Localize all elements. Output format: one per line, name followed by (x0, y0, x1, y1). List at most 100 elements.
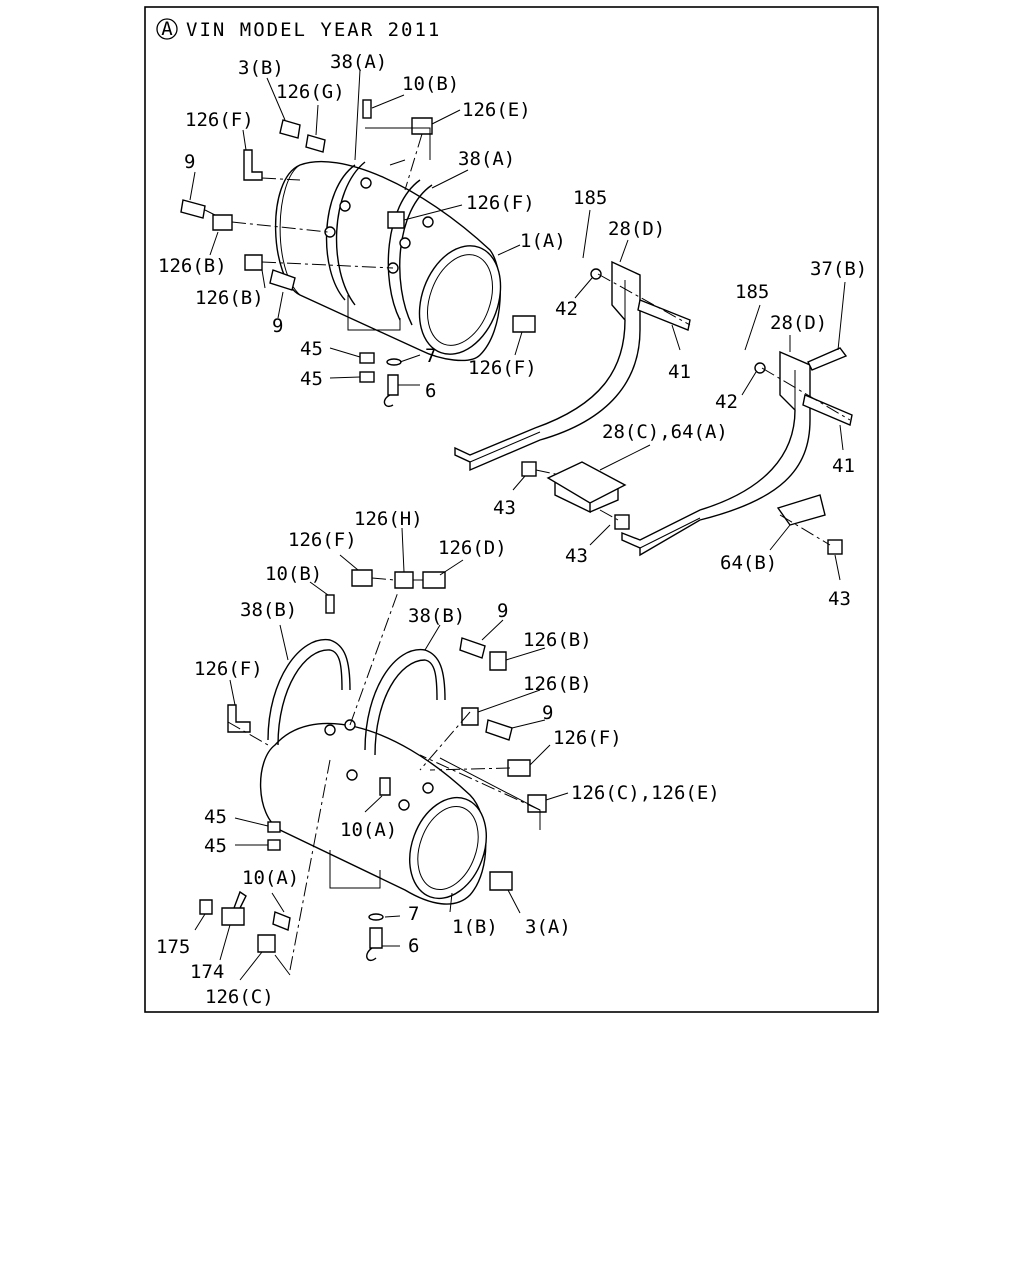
bracket-1 (454, 260, 641, 472)
bracket-leaders (512, 209, 846, 581)
label-top-126B-2: 126(B) (195, 287, 264, 309)
bottom-strap-1 (267, 639, 351, 741)
top-nut-45b (359, 371, 375, 383)
top-tank-assembly: 3(B) 38(A) 126(G) 10(B) 126(F) 126(E) 9 … (158, 51, 566, 407)
label-bottom-126C-126E: 126(C),126(E) (571, 782, 720, 804)
label-top-126B-1: 126(B) (158, 255, 227, 277)
top-tank-band-2b (399, 184, 433, 326)
top-nut-45a (359, 352, 375, 364)
bottom-port-3 (398, 799, 410, 811)
label-top-1A: 1(A) (520, 230, 566, 252)
bolt-41-2 (802, 394, 853, 426)
label-top-7: 7 (425, 345, 436, 367)
bottom-leaders (194, 527, 569, 981)
header-title: VIN MODEL YEAR 2011 (186, 19, 441, 41)
bottom-nut-45b (267, 839, 281, 851)
label-top-126F-3: 126(F) (468, 357, 537, 379)
bottom-tank-assembly: 126(H) 126(F) 126(D) 10(B) 38(B) 38(B) 9… (156, 508, 720, 1008)
bottom-drain-valve-6 (366, 927, 383, 962)
top-bolt-10B (362, 99, 372, 119)
bottom-strap-2b (374, 659, 438, 756)
top-drain-valve-6 (383, 374, 399, 407)
bolt-37B (807, 347, 848, 371)
label-bottom-10A-1: 10(A) (340, 819, 397, 841)
label-bottom-3A: 3(A) (525, 916, 571, 938)
plate-28C-64A (546, 461, 627, 514)
label-bottom-175: 175 (156, 936, 190, 958)
bolt-43-3 (827, 539, 843, 555)
header-circle-letter: A (161, 18, 173, 40)
label-top-45-1: 45 (300, 338, 323, 360)
bolt-43-1 (521, 461, 537, 477)
bolt-43-2 (614, 514, 630, 530)
bracket-1-inner (469, 280, 626, 463)
top-connection-lines (204, 133, 423, 269)
bottom-fitting-174 (221, 890, 247, 926)
washer-42-2 (754, 362, 766, 374)
label-top-45-2: 45 (300, 368, 323, 390)
bracket-connection-lines (535, 273, 851, 546)
plate-64B (776, 494, 826, 526)
bottom-fitting-175 (199, 899, 213, 915)
label-bottom-126H: 126(H) (354, 508, 423, 530)
bracket-2-inner (639, 370, 796, 549)
label-bracket-28C-64A: 28(C),64(A) (602, 421, 728, 443)
label-top-126E: 126(E) (462, 99, 531, 121)
top-fitting-126F-3 (512, 315, 536, 333)
label-bracket-43-1: 43 (493, 497, 516, 519)
bottom-fitting-126CE (527, 794, 547, 813)
label-bottom-1B: 1(B) (452, 916, 498, 938)
label-bracket-64B: 64(B) (720, 552, 777, 574)
label-bracket-42-2: 42 (715, 391, 738, 413)
label-bracket-43-3: 43 (828, 588, 851, 610)
label-bottom-6: 6 (408, 935, 419, 957)
bottom-port-2 (346, 769, 358, 781)
bottom-fitting-126B-3 (489, 651, 507, 671)
label-top-9-1: 9 (184, 151, 195, 173)
top-fitting-126B-1 (212, 214, 233, 231)
label-bottom-7: 7 (408, 903, 419, 925)
top-fitting-126F-2 (387, 211, 405, 229)
top-washer-7 (386, 358, 402, 366)
top-bracket-lines (347, 127, 431, 331)
label-top-126F-2: 126(F) (466, 192, 535, 214)
bracket-assembly: 185 28(D) 42 41 37(B) 185 28(D) 42 41 28… (454, 187, 867, 610)
bottom-tank-end-cap (409, 796, 487, 900)
washer-42-1 (590, 268, 602, 280)
top-fitting-9-2 (269, 269, 296, 291)
top-tank-band-1b (335, 161, 366, 306)
top-fitting-3B (279, 119, 301, 139)
label-bracket-43-2: 43 (565, 545, 588, 567)
label-bracket-185-1: 185 (573, 187, 607, 209)
label-bottom-10B: 10(B) (265, 563, 322, 585)
label-bottom-126B-3: 126(B) (523, 629, 592, 651)
diagram-frame (144, 6, 879, 1013)
label-bracket-41-2: 41 (832, 455, 855, 477)
label-bracket-28D-2: 28(D) (770, 312, 827, 334)
bottom-washer-7 (368, 913, 384, 921)
label-bracket-41-1: 41 (668, 361, 691, 383)
header: A VIN MODEL YEAR 2011 (156, 18, 441, 41)
label-bottom-9-3: 9 (497, 600, 508, 622)
top-tank-end-cap-inner (427, 254, 493, 346)
bottom-fitting-3A (489, 871, 513, 891)
bottom-fitting-126C (257, 934, 276, 953)
top-fitting-126F-1 (243, 149, 263, 181)
label-bottom-126F-6: 126(F) (553, 727, 622, 749)
label-bracket-42-1: 42 (555, 298, 578, 320)
label-top-6: 6 (425, 380, 436, 402)
label-bracket-28D-1: 28(D) (608, 218, 665, 240)
label-top-126G: 126(G) (276, 81, 345, 103)
top-tank-end-cap (418, 245, 502, 355)
label-bottom-126B-4: 126(B) (523, 673, 592, 695)
label-bottom-126F-4: 126(F) (288, 529, 357, 551)
label-bottom-10A-2: 10(A) (242, 867, 299, 889)
bottom-connection-lines (227, 577, 541, 971)
bottom-fitting-126F-6 (507, 759, 531, 777)
label-top-38A-2: 38(A) (458, 148, 515, 170)
bottom-fitting-126B-4 (461, 707, 479, 726)
bottom-fitting-10A-2 (272, 911, 291, 931)
bracket-2 (621, 350, 811, 557)
top-port-4 (399, 237, 411, 249)
label-top-38A-1: 38(A) (330, 51, 387, 73)
